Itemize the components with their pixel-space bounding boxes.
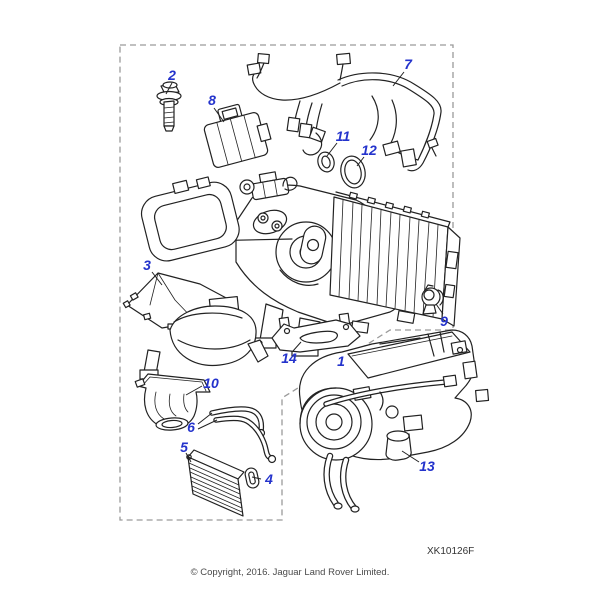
- part-heater-core: [186, 449, 245, 517]
- part-blower-assembly: [298, 329, 490, 513]
- callout-4[interactable]: 4: [265, 471, 273, 487]
- part-seal-large: [340, 155, 366, 189]
- callout-3[interactable]: 3: [143, 257, 151, 273]
- part-sensor-clip: [421, 284, 444, 315]
- callout-6[interactable]: 6: [187, 419, 195, 435]
- callout-5[interactable]: 5: [180, 439, 188, 455]
- callout-13[interactable]: 13: [419, 458, 435, 474]
- part-resistor: [203, 103, 272, 168]
- part-duct-elbow: [134, 373, 211, 431]
- callout-8[interactable]: 8: [208, 92, 216, 108]
- callout-14[interactable]: 14: [281, 350, 297, 366]
- callout-10[interactable]: 10: [203, 375, 219, 391]
- part-lower-housing: [139, 295, 269, 380]
- callout-9[interactable]: 9: [440, 313, 448, 329]
- callout-7[interactable]: 7: [404, 56, 412, 72]
- part-mounting-bracket: [271, 312, 361, 353]
- part-heater-pipes: [209, 406, 277, 464]
- figure-code: XK10126F: [427, 546, 475, 557]
- callout-11[interactable]: 11: [335, 128, 351, 144]
- callout-12[interactable]: 12: [361, 142, 377, 158]
- callout-2[interactable]: 2: [168, 67, 176, 83]
- part-bolt: [156, 81, 182, 132]
- part-seal-small: [317, 151, 335, 173]
- callout-leader-lines: [151, 71, 444, 480]
- callout-1[interactable]: 1: [337, 353, 345, 369]
- part-wiring-harness: [246, 52, 442, 172]
- copyright-text: © Copyright, 2016. Jaguar Land Rover Lim…: [190, 567, 390, 578]
- part-heater-assembly: [140, 171, 461, 357]
